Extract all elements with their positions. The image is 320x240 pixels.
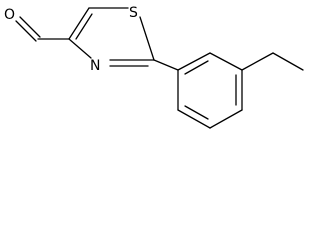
sulfur-atom-label: S [129,5,138,21]
chemical-structure-diagram: O S N [4,5,304,129]
ethyl-bond-2 [272,52,304,71]
oxygen-atom-label: O [4,7,15,23]
aldehyde-group [15,16,70,42]
thiazole-phenyl-bond [153,59,179,71]
benzene-ring [177,52,243,129]
benzene-inner-bond-a [184,60,209,75]
benzene-bond-5 [177,109,211,129]
ethyl-bond-1 [241,52,274,71]
benzene-bond-2 [209,52,243,71]
ring-bond-s-c2 [139,16,155,61]
benzene-bond-4 [209,109,243,129]
benzene-inner-bond-c [184,105,209,120]
thiazole-ring [68,7,155,67]
ring-bond-c4-c5-double [75,13,93,40]
nitrogen-atom-label: N [90,58,100,74]
ring-bond-n-c4 [68,38,92,59]
carbonyl-bond-outer [15,20,37,42]
ring-bond-c4-c5 [68,7,90,40]
ethyl-group [241,52,304,71]
benzene-bond-1 [177,52,211,71]
carbonyl-bond-inner [19,16,41,38]
